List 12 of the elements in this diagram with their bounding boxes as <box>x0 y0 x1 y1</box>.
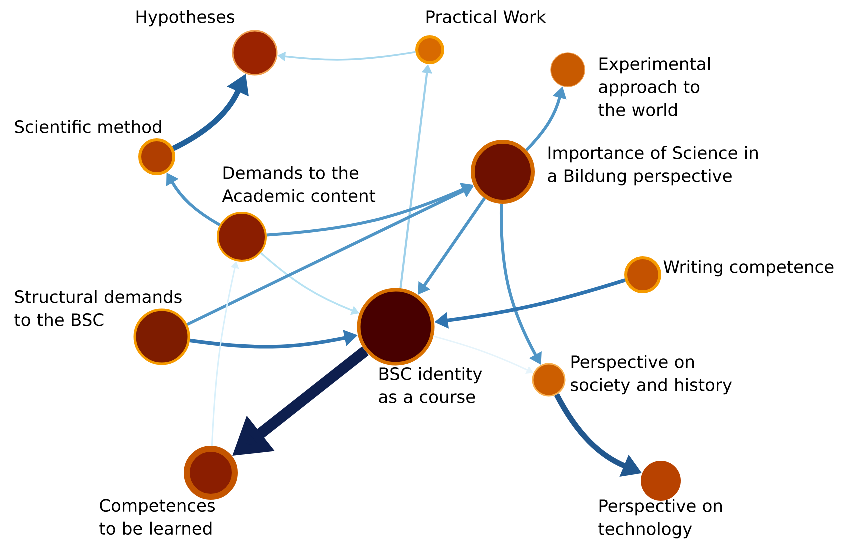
node-label: Hypotheses <box>136 10 234 27</box>
node-label: Scientific method <box>15 120 162 134</box>
node-label: Writing competence <box>664 260 834 277</box>
node-label: Perspective on society and history <box>571 355 732 395</box>
node-label: Demands to the Academic content <box>222 166 376 202</box>
node-label: Experimental approach to the world <box>598 57 710 116</box>
node-label: BSC identity as a course <box>379 367 482 404</box>
node-label: Competences to be learned <box>100 499 216 536</box>
node-label: Practical Work <box>426 10 546 24</box>
node-label: Perspective on technology <box>598 499 722 539</box>
node-label: Structural demands to the BSC <box>14 290 182 326</box>
node-label: Importance of Science in a Bildung perspective <box>548 146 758 186</box>
